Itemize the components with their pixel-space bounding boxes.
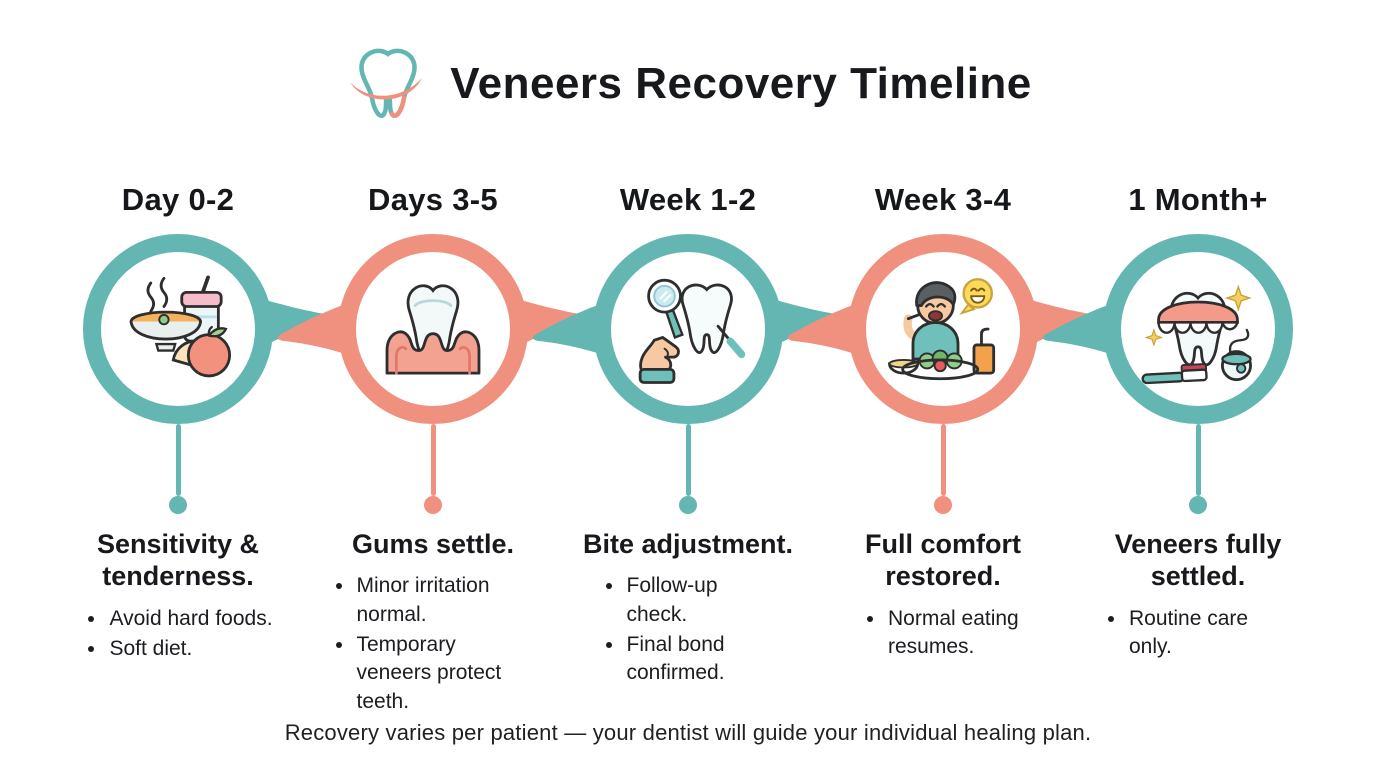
footer-note: Recovery varies per patient — your denti… — [284, 720, 1092, 745]
stage-dot — [934, 496, 952, 514]
stage-label: Day 0-2 — [121, 182, 235, 217]
stage-label: 1 Month+ — [1128, 182, 1268, 217]
page-title: Veneers Recovery Timeline — [450, 59, 1032, 108]
stage-circle — [848, 234, 1038, 424]
stage-bullets: Normal eating resumes. — [862, 603, 1024, 662]
stage-column-week-1-2: Week 1-2 Bite adjustment. Follow-up chec… — [561, 180, 815, 688]
bullet-item: Normal eating resumes. — [886, 605, 1024, 662]
stage-heading: Gums settle. — [351, 529, 515, 559]
stage-column-days-3-5: Days 3-5 Gums settle. Minor irritation n… — [306, 180, 560, 716]
happy-eating-icon — [888, 278, 996, 381]
veneers-care-icon — [1141, 284, 1252, 385]
stage-bullets: Follow-up check. Final bond confirmed. — [601, 570, 776, 687]
stage-stem — [175, 424, 181, 496]
dental-checkup-icon — [638, 278, 746, 384]
stage-dot — [169, 496, 187, 514]
bullet-item: Minor irritation normal. — [355, 572, 536, 629]
stage-label: Week 3-4 — [874, 182, 1012, 217]
stage-stem — [940, 424, 946, 496]
header: Veneers Recovery Timeline — [0, 42, 1376, 126]
stage-stem — [430, 424, 436, 496]
stage-stem — [1195, 424, 1201, 496]
stage-bullets: Routine care only. — [1103, 603, 1293, 662]
stage-dot — [1189, 496, 1207, 514]
soft-foods-icon — [129, 275, 232, 378]
stage-circle — [1103, 234, 1293, 424]
stage-bullets: Minor irritation normal. Temporary venee… — [331, 570, 536, 716]
stage-heading: Full comfort restored. — [865, 529, 1021, 592]
bullet-item: Soft diet. — [107, 635, 272, 663]
bullet-item: Follow-up check. — [625, 572, 776, 629]
stage-stem — [685, 424, 691, 496]
stage-label: Days 3-5 — [368, 182, 498, 217]
stage-dot — [679, 496, 697, 514]
bullet-item: Final bond confirmed. — [625, 631, 776, 688]
stage-circle — [83, 234, 273, 424]
stage-heading: Veneers fully settled. — [1114, 529, 1282, 592]
stage-circle — [338, 234, 528, 424]
stage-dot — [424, 496, 442, 514]
bullet-item: Temporary veneers protect teeth. — [355, 631, 536, 716]
stage-bullets: Avoid hard foods. Soft diet. — [83, 603, 272, 664]
bullet-item: Avoid hard foods. — [107, 605, 272, 633]
stage-column-week-3-4: Week 3-4 — [816, 180, 1070, 661]
bullet-item: Routine care only. — [1127, 605, 1293, 662]
stage-circle — [593, 234, 783, 424]
stage-label: Week 1-2 — [619, 182, 757, 217]
tooth-logo-icon — [350, 48, 423, 118]
stage-column-day-0-2: Day 0-2 Sensit — [51, 180, 305, 663]
tooth-gums-icon — [385, 284, 481, 375]
stage-heading: Sensitivity & tenderness. — [96, 529, 260, 592]
stage-heading: Bite adjustment. — [582, 529, 794, 559]
stage-column-1-month-plus: 1 Month+ — [1071, 180, 1325, 661]
